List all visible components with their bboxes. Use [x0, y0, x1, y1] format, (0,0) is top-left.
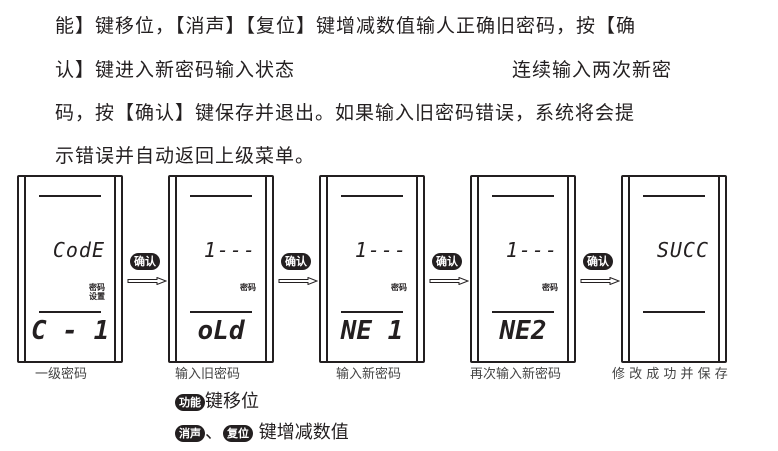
confirm-key-badge: 确认 [130, 253, 160, 270]
panel-caption: 再次输入新密码 [470, 367, 562, 382]
lcd-panel: 1--- 密码 NE 1 [319, 175, 425, 363]
paragraph-line: 能】键移位，【消声】【复位】键增减数值输人正确旧密码，按【确 [55, 15, 637, 37]
paragraph-line: 码，按【确认】键保存并退出。如果输入旧密码错误，系统将会提 [55, 102, 636, 124]
panel-caption: 输入旧密码 [175, 367, 241, 382]
lcd-label: 密码 [391, 283, 407, 292]
divider [643, 311, 705, 313]
confirm-key-badge: 确认 [583, 253, 613, 270]
separator: 、 [205, 422, 223, 443]
paragraph-line: 认】键进入新密码输入状态 [55, 59, 296, 81]
paragraph-line: 连续输入两次新密 [512, 59, 673, 81]
lcd-upper-display: CodE [52, 238, 105, 262]
lcd-label: 密码 [542, 283, 558, 292]
panel-caption: 一级密码 [35, 367, 88, 382]
mute-key-badge: 消声 [175, 424, 205, 442]
lcd-label: 密码设置 [89, 283, 105, 301]
reset-key-badge: 复位 [223, 424, 253, 442]
lcd-upper-display: SUCC [656, 238, 709, 262]
lcd-upper-display: 1--- [505, 238, 558, 262]
divider [190, 195, 252, 197]
arrow-right-icon [127, 277, 167, 285]
lcd-label-line: 密码 [89, 283, 105, 292]
lcd-lower-display: C - 1 [31, 316, 110, 346]
divider [341, 195, 403, 197]
lcd-upper-display: 1--- [354, 238, 407, 262]
divider [492, 195, 554, 197]
lcd-panel: 1--- 密码 NE2 [470, 175, 576, 363]
lcd-label-line: 密码 [542, 283, 558, 292]
lcd-panel: SUCC [621, 175, 727, 363]
arrow-right-icon [278, 277, 318, 285]
divider [190, 311, 252, 313]
lcd-lower-display: NE2 [499, 316, 547, 346]
panel-caption: 输入新密码 [336, 367, 402, 382]
divider [492, 311, 554, 313]
paragraph-line: 示错误并自动返回上级菜单。 [55, 145, 316, 167]
lcd-upper-display: 1--- [203, 238, 256, 262]
panel-caption: 修 改 成 功 并 保 存 [612, 367, 728, 382]
confirm-key-badge: 确认 [432, 253, 462, 270]
lcd-lower-display: NE 1 [340, 316, 404, 346]
note-text: 键增减数值 [258, 422, 349, 443]
divider [341, 311, 403, 313]
lcd-panel: 1--- 密码 oLd [168, 175, 274, 363]
note-function: 功能键移位 [175, 390, 259, 414]
note-text: 键移位 [205, 391, 259, 412]
lcd-panel: CodE 密码设置 C - 1 [17, 175, 123, 363]
lcd-label-line: 密码 [240, 283, 256, 292]
function-key-badge: 功能 [175, 393, 205, 411]
lcd-label: 密码 [240, 283, 256, 292]
lcd-lower-display: oLd [197, 316, 245, 346]
divider [39, 195, 101, 197]
arrow-right-icon [580, 277, 620, 285]
confirm-key-badge: 确认 [281, 253, 311, 270]
arrow-right-icon [429, 277, 469, 285]
lcd-label-line: 设置 [89, 292, 105, 301]
lcd-label-line: 密码 [391, 283, 407, 292]
divider [643, 195, 705, 197]
note-adjust: 消声、复位 键增减数值 [175, 421, 349, 445]
divider [39, 311, 101, 313]
